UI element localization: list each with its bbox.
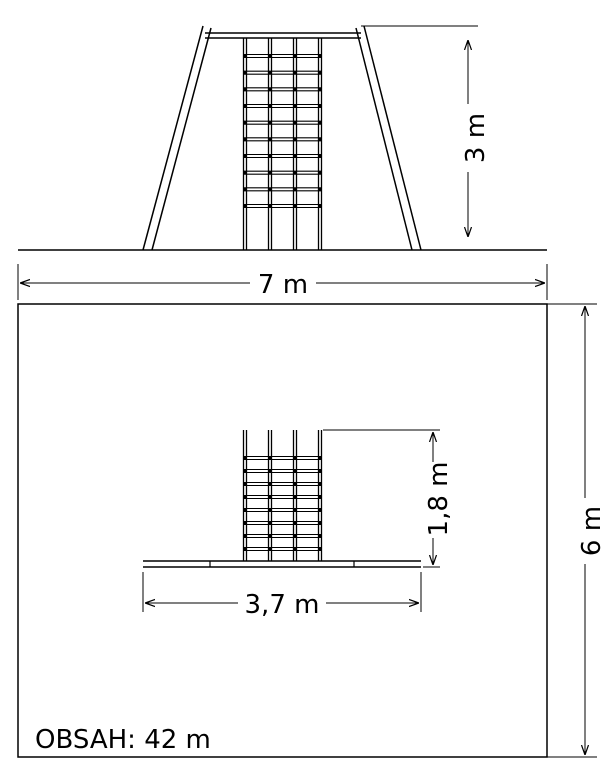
net-knot: [293, 154, 297, 158]
net-knot: [243, 187, 247, 192]
net-knot: [293, 534, 297, 538]
net-knot: [318, 87, 322, 92]
net-knot: [293, 482, 297, 486]
net-knot: [318, 508, 322, 512]
net-knot: [318, 521, 322, 525]
net-knot: [318, 120, 322, 125]
width-label: 7 m: [258, 270, 308, 300]
net-knot: [268, 508, 272, 512]
net-knot: [268, 120, 272, 125]
plan-boundary: [17, 303, 548, 758]
net-knot: [243, 120, 247, 125]
net-knot: [268, 187, 272, 192]
net-knot: [268, 482, 272, 486]
net-knot: [268, 521, 272, 525]
net-knot: [318, 104, 322, 108]
net-knot: [293, 187, 297, 192]
net-knot: [243, 534, 247, 538]
net-knot: [293, 137, 297, 142]
height-label: 3 m: [461, 113, 491, 163]
net-knot: [243, 87, 247, 92]
climbing-net-plan: [242, 430, 323, 561]
depth-dimension: 6 m: [547, 303, 607, 758]
net-knot: [293, 87, 297, 92]
net-knot: [318, 70, 322, 75]
top-beam: [205, 32, 361, 39]
net-knot: [293, 204, 297, 208]
net-knot: [243, 154, 247, 158]
net-knot: [243, 482, 247, 486]
net-knot: [268, 204, 272, 208]
net-knot: [293, 508, 297, 512]
net-knot: [243, 137, 247, 142]
net-knot: [268, 137, 272, 142]
net-knot: [243, 456, 247, 460]
net-knot: [318, 187, 322, 192]
net-knot: [243, 204, 247, 208]
net-knot: [268, 495, 272, 499]
net-knot: [268, 170, 272, 175]
net-knot: [293, 495, 297, 499]
depth-label: 6 m: [577, 506, 607, 556]
net-knot: [268, 54, 272, 58]
net-knot: [293, 70, 297, 75]
net-knot: [243, 469, 247, 473]
net-knot: [318, 137, 322, 142]
elevation-view: 3 m 7 m: [17, 25, 548, 300]
net-knot: [268, 456, 272, 460]
net-knot: [243, 70, 247, 75]
net-knot: [318, 154, 322, 158]
net-knot: [318, 54, 322, 58]
net-knot: [318, 456, 322, 460]
net-knot: [243, 170, 247, 175]
net-knot: [268, 469, 272, 473]
base-width-dimension: 3,7 m: [142, 572, 422, 620]
plan-view: 6 m 1,8 m 3,7 m OBSAH: 42 m: [17, 303, 607, 758]
net-knot: [268, 547, 272, 551]
net-knot: [243, 521, 247, 525]
net-knot: [293, 547, 297, 551]
right-leg: [355, 25, 422, 251]
climbing-net-elevation: [242, 38, 323, 250]
net-knot: [293, 104, 297, 108]
net-knot: [318, 534, 322, 538]
height-dimension: 3 m: [361, 25, 491, 237]
net-knot: [318, 495, 322, 499]
area-label: OBSAH: 42 m: [35, 725, 211, 755]
net-knot: [268, 104, 272, 108]
net-knot: [268, 87, 272, 92]
net-depth-dimension: 1,8 m: [323, 429, 454, 568]
net-knot: [293, 170, 297, 175]
base-frame: [143, 560, 421, 568]
net-knot: [243, 104, 247, 108]
net-knot: [318, 469, 322, 473]
net-knot: [243, 54, 247, 58]
net-knot: [268, 154, 272, 158]
net-depth-label: 1,8 m: [424, 462, 454, 537]
net-knot: [293, 456, 297, 460]
net-knot: [293, 469, 297, 473]
net-knot: [268, 534, 272, 538]
net-knot: [293, 54, 297, 58]
net-knot: [318, 547, 322, 551]
net-knot: [293, 120, 297, 125]
net-knot: [243, 547, 247, 551]
base-width-label: 3,7 m: [245, 590, 320, 620]
net-knot: [293, 521, 297, 525]
net-knot: [318, 482, 322, 486]
net-knot: [243, 495, 247, 499]
net-knot: [318, 170, 322, 175]
left-leg: [142, 25, 212, 251]
net-knot: [268, 70, 272, 75]
net-knot: [243, 508, 247, 512]
net-knot: [318, 204, 322, 208]
width-dimension: 7 m: [17, 264, 548, 300]
